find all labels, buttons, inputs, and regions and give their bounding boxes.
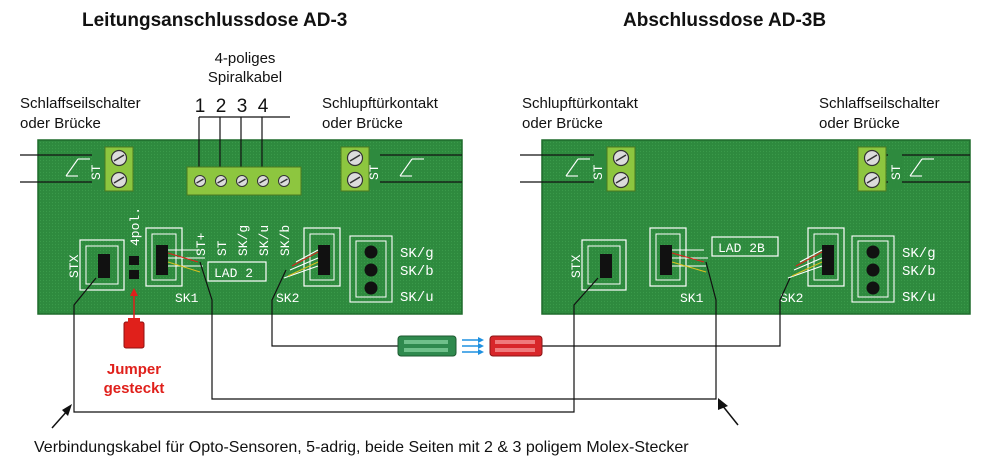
cable-pin-3: 3 bbox=[237, 96, 248, 117]
pointer-arrow-left bbox=[51, 404, 72, 429]
left-sk-u-label: SK/u bbox=[400, 290, 434, 306]
right-sk-3pol-block bbox=[851, 235, 895, 303]
right-st-switch-right: ST bbox=[860, 150, 970, 188]
left-switch-label-line2: oder Brücke bbox=[20, 115, 101, 132]
left-sk1-label: SK1 bbox=[175, 291, 199, 306]
right-st-switch-left: ST bbox=[520, 150, 614, 188]
left-switch-label-line1: Schlaffseilschalter bbox=[20, 95, 141, 112]
molex-connector-green bbox=[397, 335, 457, 357]
red-connector-to-sk2-wire bbox=[542, 277, 791, 347]
terminal-label-sk-b: SK/b bbox=[278, 225, 293, 256]
connector-arrows-icon bbox=[462, 337, 484, 355]
right-sk-u-label: SK/u bbox=[902, 290, 936, 306]
left-stx-label: STX bbox=[67, 254, 82, 278]
left-sk-3pol-block bbox=[349, 235, 393, 303]
spiral-cable-wires bbox=[198, 116, 290, 176]
right-terminal-2pol-right bbox=[857, 146, 887, 192]
left-st-switch-left: ST bbox=[20, 150, 112, 188]
cable-pin-4: 4 bbox=[258, 96, 269, 117]
cable-pin-2: 2 bbox=[216, 96, 227, 117]
right-contact-label-line1: Schlupftürkontakt bbox=[522, 95, 639, 112]
terminal-block-5pol bbox=[186, 166, 302, 196]
footer-caption: Verbindungskabel für Opto-Sensoren, 5-ad… bbox=[34, 439, 689, 456]
right-st-label-right: ST bbox=[889, 164, 904, 180]
left-terminal-2pol-right bbox=[340, 146, 370, 192]
left-contact-label-line2: oder Brücke bbox=[322, 115, 403, 132]
right-sk-g-label: SK/g bbox=[902, 246, 936, 262]
left-sk1-connector: SK1 bbox=[145, 227, 205, 306]
right-stx-connector: STX bbox=[569, 239, 627, 291]
right-terminal-2pol-left bbox=[606, 146, 636, 192]
right-sk2-label: SK2 bbox=[780, 291, 803, 306]
jumper-icon bbox=[123, 288, 145, 349]
right-st-label-left: ST bbox=[591, 164, 606, 180]
right-sk1-label: SK1 bbox=[680, 291, 704, 306]
terminal-label-sk-g: SK/g bbox=[236, 225, 251, 256]
left-sk-g-label: SK/g bbox=[400, 246, 434, 262]
pointer-arrow-right bbox=[718, 398, 739, 426]
cable-label-line2: Spiralkabel bbox=[208, 69, 282, 86]
left-sk-b-label: SK/b bbox=[400, 264, 434, 280]
left-contact-label-line1: Schlupftürkontakt bbox=[322, 95, 439, 112]
left-lad-label: LAD 2 bbox=[214, 266, 253, 281]
jumper-header bbox=[129, 256, 139, 279]
left-terminal-2pol-left bbox=[104, 146, 134, 192]
left-title: Leitungsanschlussdose AD-3 bbox=[82, 10, 347, 31]
right-sk2-connector: SK2 bbox=[780, 227, 845, 306]
right-sk1-connector: SK1 bbox=[649, 227, 708, 306]
right-switch-label-line2: oder Brücke bbox=[819, 115, 900, 132]
cable-label-line1: 4-poliges bbox=[215, 50, 276, 67]
right-title: Abschlussdose AD-3B bbox=[623, 10, 826, 31]
terminal-label-st-plus: ST+ bbox=[194, 232, 209, 256]
terminal-label-sk-u: SK/u bbox=[257, 225, 272, 256]
right-lad-badge: LAD 2B bbox=[711, 236, 779, 257]
right-lad-label: LAD 2B bbox=[718, 241, 765, 256]
stx-to-stx-cable bbox=[73, 277, 599, 413]
jumper-label-line2: gesteckt bbox=[104, 380, 165, 397]
sk2-to-green-connector-wire bbox=[271, 269, 398, 347]
right-contact-label-line2: oder Brücke bbox=[522, 115, 603, 132]
jumper-label-line1: Jumper bbox=[107, 361, 161, 378]
left-st-label-right: ST bbox=[367, 164, 382, 180]
left-sk2-label: SK2 bbox=[276, 291, 299, 306]
left-st-label: ST bbox=[89, 164, 104, 180]
cable-pin-1: 1 bbox=[195, 96, 206, 117]
sk1-to-sk1-cable bbox=[199, 261, 717, 400]
right-stx-label: STX bbox=[569, 254, 584, 278]
left-4pol-label: 4pol. bbox=[128, 207, 143, 246]
right-switch-label-line1: Schlaffseilschalter bbox=[819, 95, 940, 112]
left-lad-badge: LAD 2 bbox=[207, 261, 267, 282]
molex-connector-red bbox=[489, 335, 543, 357]
right-sk-b-label: SK/b bbox=[902, 264, 936, 280]
terminal-label-st: ST bbox=[215, 240, 230, 256]
left-sk2-connector: SK2 bbox=[276, 227, 341, 306]
left-stx-connector: STX bbox=[67, 239, 125, 291]
